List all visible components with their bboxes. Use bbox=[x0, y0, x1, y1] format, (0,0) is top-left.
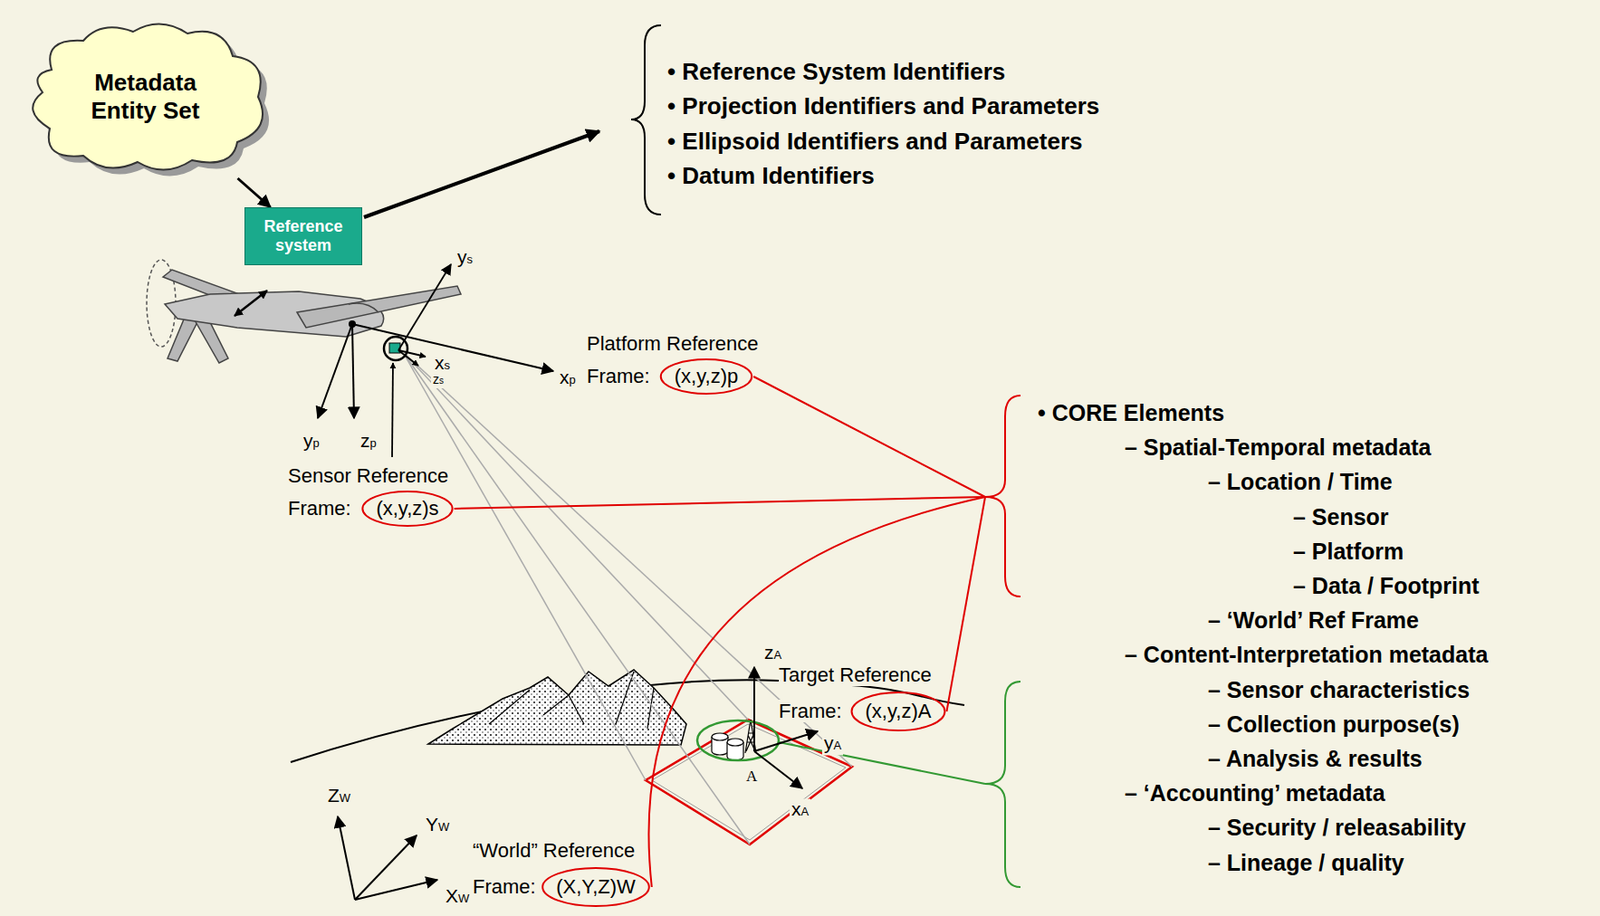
list-item: • Projection Identifiers and Parameters bbox=[665, 91, 1102, 121]
process-box: Reference system bbox=[244, 207, 363, 266]
axis-label: zA bbox=[762, 642, 784, 666]
list-item: • CORE Elements bbox=[1035, 399, 1227, 428]
list-item: • Ellipsoid Identifiers and Parameters bbox=[665, 126, 1084, 156]
list-item: – Sensor characteristics bbox=[1206, 675, 1472, 704]
list-item: – Security / releasability bbox=[1206, 814, 1468, 843]
axis-label: xp bbox=[557, 367, 578, 391]
list-item: – ‘Accounting’ metadata bbox=[1122, 779, 1388, 808]
leader-line bbox=[454, 497, 986, 509]
box-label: Reference system bbox=[252, 217, 355, 256]
platform-axes bbox=[317, 324, 554, 419]
axis-label: yA bbox=[822, 733, 844, 757]
axis-label: YW bbox=[423, 814, 451, 838]
ridge bbox=[488, 671, 654, 729]
footprint-inner bbox=[651, 724, 846, 841]
leader-line bbox=[778, 742, 986, 785]
list-item: – Lineage / quality bbox=[1206, 848, 1407, 877]
core-brace bbox=[985, 395, 1021, 597]
cloud-shape: Metadata Entity Set bbox=[15, 15, 276, 179]
list-item: – Analysis & results bbox=[1206, 745, 1425, 774]
reference-frame: “World” Reference Frame:(X,Y,Z)W bbox=[472, 833, 672, 911]
list-item: • Reference System Identifiers bbox=[665, 57, 1007, 87]
target-highlight bbox=[697, 720, 779, 761]
list-item: – Platform bbox=[1291, 536, 1406, 566]
axis-label: ZW bbox=[325, 785, 353, 809]
list-item: – Location / Time bbox=[1206, 468, 1395, 497]
list-item: – Content-Interpretation metadata bbox=[1122, 641, 1490, 670]
content-brace bbox=[985, 681, 1021, 888]
point-label: A bbox=[744, 767, 759, 786]
uav bbox=[146, 259, 461, 364]
mountains bbox=[428, 670, 687, 746]
pointer-arrow bbox=[364, 131, 600, 218]
view-lines bbox=[402, 352, 853, 845]
list-item: – Data / Footprint bbox=[1291, 572, 1482, 601]
brace bbox=[631, 25, 662, 215]
frame-coordinates: (X,Y,Z)W bbox=[555, 875, 636, 900]
connector-arrow bbox=[237, 178, 270, 208]
frame-coordinates: (x,y,z)A bbox=[865, 699, 932, 724]
reference-frame: Sensor Reference Frame:(x,y,z)s bbox=[287, 459, 470, 530]
frame-coordinates: (x,y,z)p bbox=[674, 364, 738, 389]
motion-arrow bbox=[234, 290, 268, 317]
leader-line bbox=[648, 497, 986, 888]
axis-label: zs bbox=[431, 372, 446, 389]
reference-frame: Target Reference Frame:(x,y,z)A bbox=[778, 657, 960, 735]
leader-line bbox=[946, 497, 986, 712]
leader-line bbox=[753, 376, 986, 498]
list-item: – Spatial-Temporal metadata bbox=[1122, 433, 1434, 462]
axis-label: yp bbox=[301, 431, 322, 454]
frame-coordinates: (x,y,z)s bbox=[375, 497, 439, 521]
world-axes bbox=[337, 816, 438, 901]
axis-label: xA bbox=[789, 799, 811, 823]
list-item: – Sensor bbox=[1291, 502, 1391, 531]
list-item: • Datum Identifiers bbox=[665, 161, 877, 191]
reference-frame: Platform Reference Frame:(x,y,z)p bbox=[586, 327, 805, 398]
list-item: – Collection purpose(s) bbox=[1206, 709, 1462, 738]
leader-lines bbox=[454, 376, 986, 888]
target-site bbox=[711, 719, 757, 761]
axis-label: XW bbox=[443, 886, 471, 910]
cloud-label: Metadata Entity Set bbox=[64, 68, 228, 125]
axis-label: ys bbox=[455, 247, 475, 270]
sensor-axes bbox=[392, 264, 451, 458]
axis-label: zp bbox=[358, 431, 379, 454]
list-item: – ‘World’ Ref Frame bbox=[1206, 606, 1421, 635]
